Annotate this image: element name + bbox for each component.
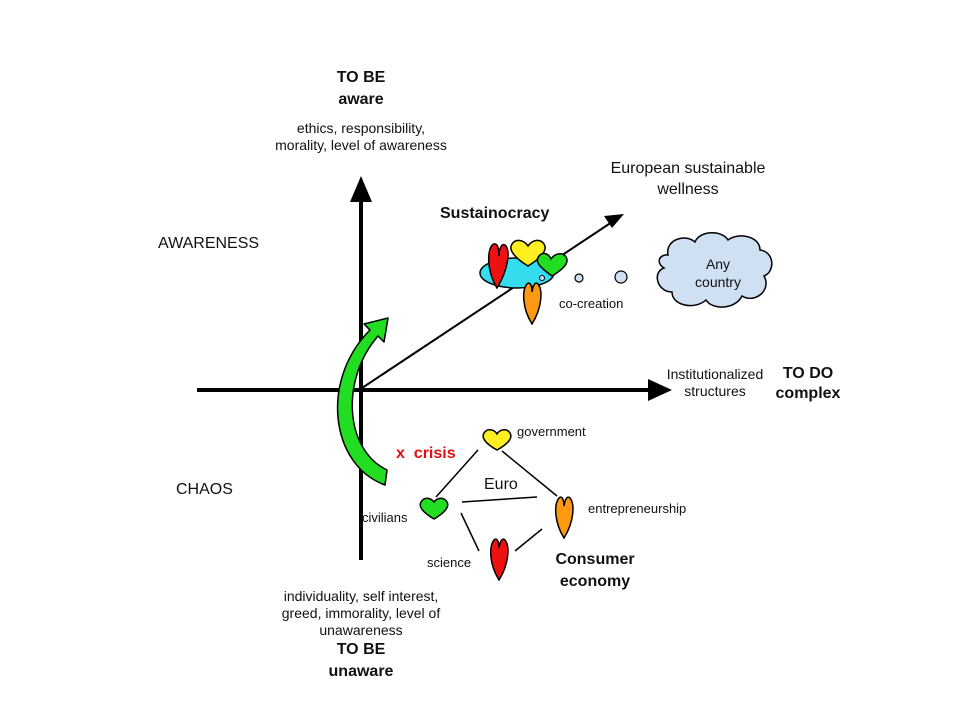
any-country-cloud <box>656 232 773 308</box>
link-government-entrepreneurship <box>501 450 558 497</box>
link-civilians-entrepreneurship <box>461 496 538 503</box>
top-pole-desc-line2: morality, level of awareness <box>275 137 447 153</box>
right-pole-title-line1: TO DO <box>782 365 834 382</box>
science-heart <box>489 538 509 582</box>
entrepreneurship-heart <box>554 496 574 540</box>
sustainocracy-orange-heart <box>522 282 542 326</box>
co-creation-bubble-small <box>574 273 584 283</box>
link-civilians-science <box>460 512 480 552</box>
top-pole-desc-line1: ethics, responsibility, <box>296 120 426 136</box>
bottom-pole-desc-line2: greed, immorality, level of <box>281 605 441 621</box>
right-pole-title-line2: complex <box>775 385 841 402</box>
crisis-label: x crisis <box>396 445 456 462</box>
government-heart <box>482 429 512 451</box>
civilians-heart <box>419 497 449 520</box>
co-creation-label: co-creation <box>559 296 624 311</box>
bottom-pole-desc-line1: individuality, self interest, <box>283 588 439 604</box>
sustainocracy-red-heart <box>488 243 509 290</box>
entrepreneurship-label: entrepreneurship <box>588 501 687 516</box>
consumer-economy-title-line2: economy <box>559 573 631 590</box>
top-pole-title-line1: TO BE <box>336 69 386 86</box>
european-wellness-line1: European sustainable <box>610 160 766 177</box>
bottom-pole-desc-line3: unawareness <box>319 622 403 638</box>
science-label: science <box>427 555 472 570</box>
diagonal-arrow-line <box>361 221 613 389</box>
sustainocracy-small-bubble <box>539 275 545 281</box>
awareness-label: AWARENESS <box>158 235 260 252</box>
cloud-text-line1: Any <box>705 256 731 272</box>
bottom-pole-title-line2: unaware <box>328 663 394 680</box>
sustainocracy-title: Sustainocracy <box>440 205 550 222</box>
co-creation-bubble-large <box>614 270 628 284</box>
cloud-text-line2: country <box>695 274 741 290</box>
transition-curved-arrow <box>336 317 389 486</box>
consumer-economy-title-line1: Consumer <box>555 551 635 568</box>
chaos-label: CHAOS <box>176 481 233 498</box>
institutionalized-line2: structures <box>684 383 746 399</box>
link-science-entrepreneurship <box>514 528 543 552</box>
sustainocracy-green-heart <box>536 252 568 277</box>
link-government-civilians <box>435 449 479 498</box>
horizontal-axis-arrowhead <box>648 379 672 401</box>
diagonal-arrowhead <box>604 214 624 228</box>
sustainocracy-yellow-heart <box>510 239 546 267</box>
euro-label: Euro <box>484 476 518 493</box>
institutionalized-line1: Institutionalized <box>666 366 764 382</box>
top-pole-title-line2: aware <box>338 91 384 108</box>
european-wellness-line2: wellness <box>657 181 719 198</box>
bottom-pole-title-line1: TO BE <box>336 641 386 658</box>
civilians-label: civilians <box>362 510 408 525</box>
government-label: government <box>517 424 586 439</box>
vertical-axis-arrowhead <box>350 176 372 202</box>
